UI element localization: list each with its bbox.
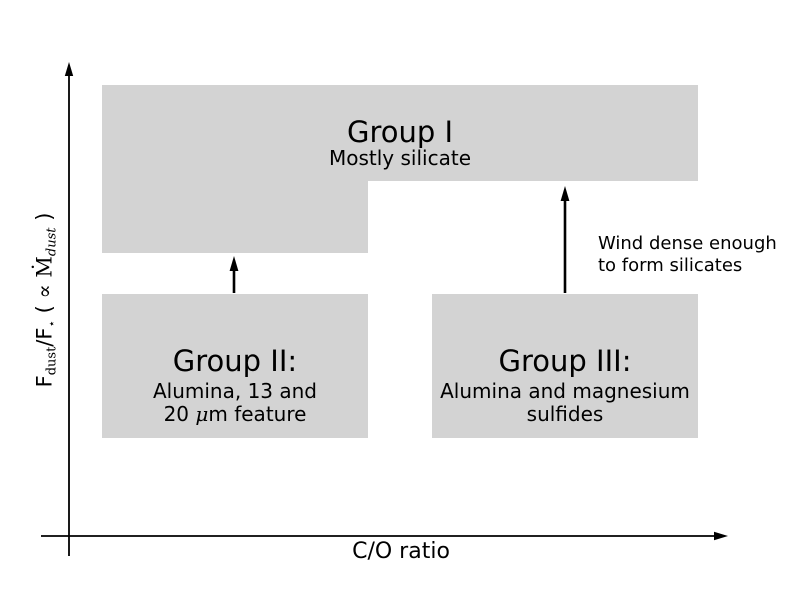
group1-title: Group I — [346, 115, 454, 149]
group2-subtitle-line2-post: m feature — [208, 401, 307, 426]
y-label-sub-dust2: dust — [44, 227, 60, 257]
mdot-symbol: Ṁ — [32, 256, 57, 285]
y-axis-arrowhead-icon — [64, 62, 74, 76]
group1-region-right — [368, 85, 698, 181]
mu-symbol: μ — [195, 401, 209, 426]
group2-up-arrowhead-icon — [229, 256, 239, 271]
group2-subtitle-line1: Alumina, 13 and — [152, 379, 318, 403]
group3-subtitle: Alumina and magnesium sulfides — [432, 380, 698, 425]
y-label-close-paren: ) — [32, 212, 57, 228]
wind-annotation-line2: to form silicates — [598, 254, 743, 276]
star-subscript: ⋆ — [44, 320, 59, 328]
x-axis-arrowhead-icon — [714, 531, 728, 541]
x-axis-label: C/O ratio — [352, 539, 450, 564]
y-axis-label: Fdust/F⋆ ( ∝ Ṁdust ) — [33, 213, 60, 388]
wind-annotation: Wind dense enough to form silicates — [598, 233, 778, 277]
group2-subtitle-line2-pre: 20 — [163, 401, 196, 426]
y-label-open-paren: ( — [32, 298, 57, 321]
y-label-f1: F — [32, 375, 57, 388]
group2-region — [102, 294, 368, 438]
y-label-sub-dust1: dust — [44, 346, 60, 376]
group2-subtitle: Alumina, 13 and 20 μm feature — [102, 380, 368, 425]
group3-up-arrowhead-icon — [560, 186, 570, 201]
group3-subtitle-line1: Alumina and magnesium — [440, 379, 690, 403]
group1-subtitle: Mostly silicate — [329, 146, 471, 170]
group1-region-left — [102, 85, 368, 253]
group3-region — [432, 294, 698, 438]
group2-title: Group II: — [172, 344, 298, 378]
propto-symbol: ∝ — [32, 284, 57, 299]
group3-subtitle-line2: sulfides — [526, 401, 604, 426]
y-label-slash-f: /F — [32, 327, 57, 347]
group3-title: Group III: — [498, 344, 632, 378]
wind-annotation-line1: Wind dense enough — [598, 233, 777, 254]
